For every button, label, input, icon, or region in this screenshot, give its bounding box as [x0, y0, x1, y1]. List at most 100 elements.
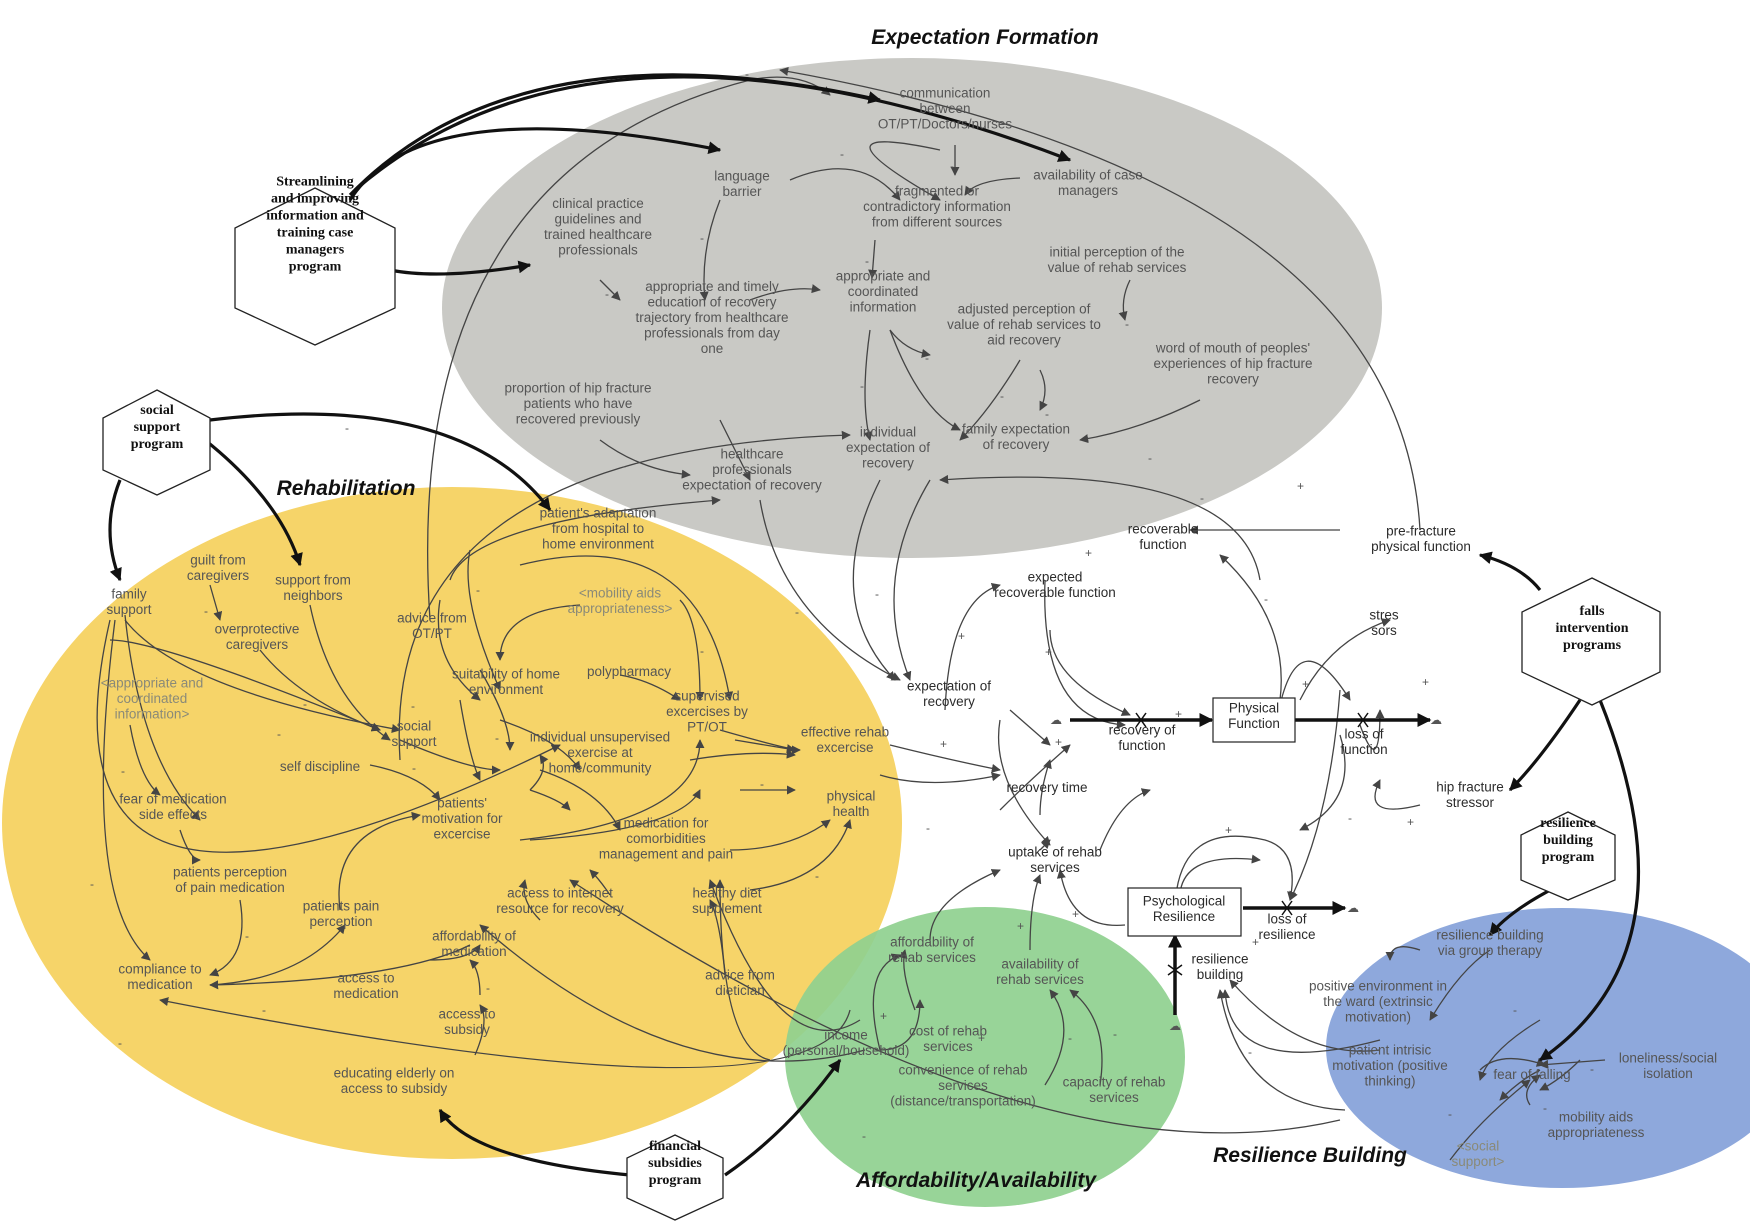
causal-links — [96, 66, 1606, 1161]
rehabilitation-region — [2, 487, 902, 1159]
minus-sign: - — [926, 821, 930, 835]
label-line: environment — [469, 682, 544, 697]
link — [869, 141, 941, 201]
label-line: stres — [1369, 607, 1399, 622]
minus-sign: - — [860, 379, 864, 393]
label-line: falls — [1580, 604, 1605, 619]
label-line: support — [134, 420, 181, 435]
label-line: value of rehab services — [1048, 260, 1187, 275]
label-line: experiences of hip fracture — [1153, 356, 1312, 371]
valve-icon — [1281, 900, 1293, 916]
label-line: recovery — [923, 694, 975, 709]
label-line: <appropriate and — [101, 676, 203, 691]
label-line: fear of falling — [1493, 1067, 1570, 1082]
link — [469, 959, 481, 996]
link — [889, 329, 931, 358]
label-line: resilience — [1540, 816, 1596, 831]
label-line: OT/PT — [412, 626, 452, 641]
affordability-region — [785, 907, 1185, 1207]
label-line: social — [397, 718, 432, 733]
link — [599, 279, 621, 301]
label-line: recovered previously — [516, 412, 641, 427]
polypharmacy-label: polypharmacy — [587, 664, 671, 679]
label-line: and improving — [271, 192, 359, 207]
link — [852, 479, 896, 681]
label-line: resilience building — [1436, 927, 1543, 942]
program-link — [353, 75, 1072, 192]
flows: ☁ ☁ ☁ ☁ — [1050, 712, 1442, 1033]
label-line: intervention — [1555, 621, 1628, 636]
label-line: access to subsidy — [341, 1081, 448, 1096]
label-line: function — [1118, 738, 1165, 753]
link — [589, 869, 611, 896]
section-title-affordability: Affordability/Availability — [855, 1169, 1097, 1192]
label-line: <mobility aids — [579, 585, 661, 600]
link — [1478, 1019, 1541, 1081]
plus-sign: + — [1302, 677, 1309, 691]
label-line: program — [649, 1173, 702, 1188]
label-line: capacity of rehab — [1063, 1074, 1166, 1089]
link — [879, 999, 925, 1051]
link — [519, 555, 734, 701]
label-line: building — [1543, 833, 1593, 848]
label-line: of recovery — [983, 437, 1050, 452]
link — [964, 177, 1021, 196]
minus-sign: - — [412, 761, 416, 775]
label-line: Physical — [1229, 700, 1279, 715]
link — [889, 329, 961, 431]
label-line: support — [391, 734, 436, 749]
plus-sign: + — [1252, 935, 1259, 949]
label-line: convenience of rehab — [898, 1063, 1027, 1078]
program-link — [108, 479, 122, 582]
label-line: (distance/transportation) — [890, 1094, 1036, 1109]
minus-sign: - — [90, 877, 94, 891]
minus-sign: - — [622, 459, 626, 473]
cloud-icon: ☁ — [1169, 1019, 1181, 1033]
link — [427, 76, 831, 621]
label-line: fragmented or — [895, 184, 980, 199]
minus-sign: - — [204, 604, 208, 618]
minus-sign: - — [815, 869, 819, 883]
link — [159, 997, 851, 1069]
label-line: dietician — [715, 983, 765, 998]
label-line: programs — [1563, 638, 1622, 653]
word-of-mouth-label: word of mouth of peoples'experiences of … — [1153, 341, 1312, 387]
link — [437, 599, 481, 701]
minus-sign: - — [1113, 1027, 1117, 1041]
label-line: Resilience — [1153, 909, 1215, 924]
link — [679, 599, 705, 701]
link — [1099, 788, 1151, 851]
label-line: initial perception of the — [1049, 244, 1184, 259]
minus-sign: - — [745, 67, 749, 81]
label-line: supervised — [674, 689, 739, 704]
minus-sign: - — [476, 583, 480, 597]
label-line: effective rehab — [801, 724, 889, 739]
link — [734, 739, 796, 754]
label-line: advice from — [705, 967, 775, 982]
link — [959, 359, 1021, 441]
minus-sign: - — [1448, 1107, 1452, 1121]
minus-sign: - — [1248, 1045, 1252, 1059]
link — [1174, 835, 1297, 906]
label-line: patients pain — [303, 898, 380, 913]
plus-sign: + — [1297, 479, 1304, 493]
label-line: individual — [860, 425, 916, 440]
label-line: services — [923, 1039, 973, 1054]
minus-sign: - — [345, 421, 349, 435]
label-line: recovery — [862, 456, 914, 471]
label-line: motivation for — [421, 811, 503, 826]
link — [1056, 869, 1126, 927]
